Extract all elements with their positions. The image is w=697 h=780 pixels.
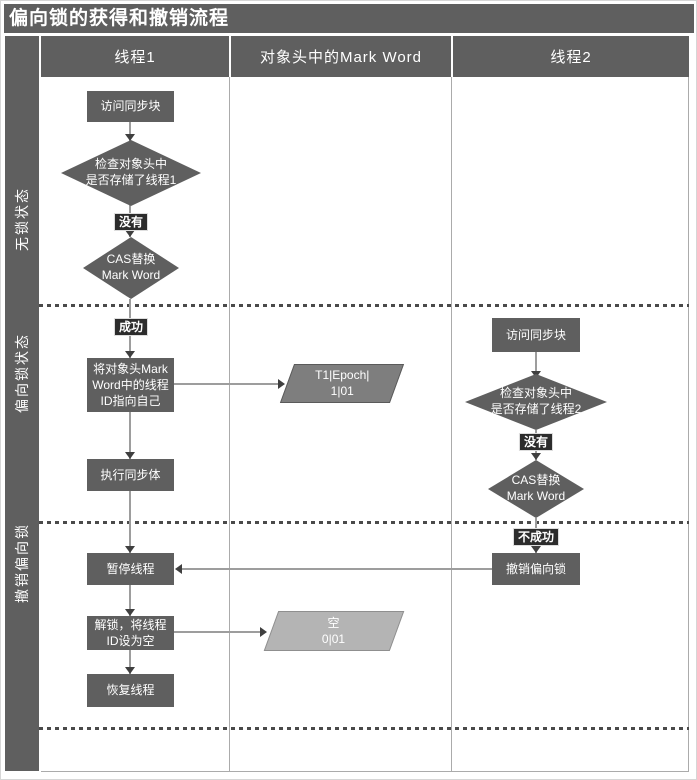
- flow-line: [535, 352, 537, 378]
- connector-revoke-to-pause: [181, 568, 492, 570]
- arrow-down-icon: [125, 667, 135, 674]
- node-execute-sync: 执行同步体: [87, 459, 174, 491]
- arrow-down-icon: [531, 546, 541, 553]
- arrow-right-icon: [260, 627, 267, 637]
- section-sidebar: [5, 36, 39, 771]
- arrow-down-icon: [125, 452, 135, 459]
- arrow-down-icon: [125, 546, 135, 553]
- edge-label-fail: 不成功: [512, 528, 560, 547]
- node-set-thread-id: 将对象头Mark Word中的线程 ID指向自己: [87, 358, 174, 412]
- arrow-down-icon: [125, 134, 135, 141]
- arrow-right-icon: [278, 379, 285, 389]
- edge-label-no-t2: 没有: [518, 433, 554, 452]
- table-right-border: [688, 77, 689, 771]
- edge-label-no-t1: 没有: [113, 213, 149, 232]
- node-revoke-biased-lock: 撤销偏向锁: [492, 553, 580, 585]
- markword-biased-parallelogram: T1|Epoch| 1|01: [279, 364, 405, 403]
- lane-header-thread2: 线程2: [453, 36, 689, 77]
- markword-biased-value: T1|Epoch| 1|01: [314, 368, 370, 399]
- section-label-biased-state: 偏向锁状态: [14, 333, 30, 413]
- arrow-down-icon: [125, 230, 135, 237]
- section-label-lock-free: 无锁状态: [14, 187, 30, 251]
- decision-cas-t2-label: CAS替换 Mark Word: [506, 473, 566, 503]
- section-label-revoke: 撤销偏向锁: [14, 523, 30, 603]
- node-resume-thread: 恢复线程: [87, 674, 174, 707]
- table-bottom-border: [41, 771, 689, 772]
- flow-line: [129, 412, 131, 459]
- page-title: 偏向锁的获得和撤销流程: [4, 4, 694, 33]
- edge-label-success: 成功: [113, 318, 149, 337]
- flow-line: [129, 491, 131, 553]
- lane-divider-1: [229, 77, 230, 771]
- flow-line: [129, 585, 131, 616]
- node-access-sync-t1: 访问同步块: [87, 91, 174, 122]
- lane-divider-2: [451, 77, 452, 771]
- node-pause-thread: 暂停线程: [87, 553, 174, 585]
- arrow-down-icon: [125, 609, 135, 616]
- arrow-left-icon: [175, 564, 182, 574]
- section-divider-dotted-2: [39, 521, 689, 524]
- decision-check-header-t1-label: 检查对象头中 是否存储了线程1: [85, 157, 177, 187]
- decision-check-header-t2-label: 检查对象头中 是否存储了线程2: [490, 386, 582, 416]
- lane-header-thread1: 线程1: [41, 36, 229, 77]
- flow-line: [129, 650, 131, 674]
- lane-header-markword: 对象头中的Mark Word: [231, 36, 451, 77]
- decision-cas-t1-label: CAS替换 Mark Word: [101, 252, 161, 282]
- markword-empty-parallelogram: 空 0|01: [263, 611, 405, 651]
- connector-to-markword-empty: [174, 631, 262, 633]
- node-access-sync-t2: 访问同步块: [492, 318, 580, 352]
- section-divider-dotted-1: [39, 304, 689, 307]
- flow-line: [129, 122, 131, 141]
- connector-to-markword-biased: [174, 383, 281, 385]
- section-divider-dotted-3: [39, 727, 689, 730]
- arrow-down-icon: [125, 351, 135, 358]
- node-unlock-clear-id: 解锁，将线程 ID设为空: [87, 616, 174, 650]
- markword-empty-value: 空 0|01: [322, 615, 346, 646]
- arrow-down-icon: [531, 453, 541, 460]
